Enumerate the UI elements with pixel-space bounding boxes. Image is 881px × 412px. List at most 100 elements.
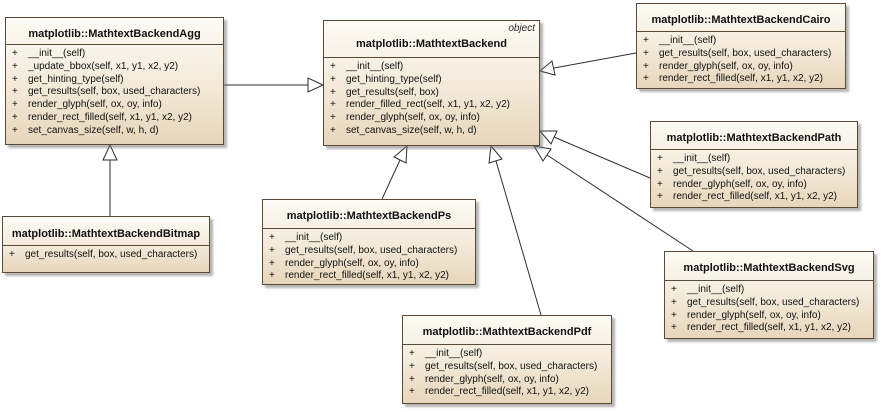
method-list: +__init__(self)+get_results(self, box, u… [665,281,873,335]
method-signature: render_rect_filled(self, x1, y1, x2, y2) [687,322,851,334]
edge-svg-to-base [546,154,694,252]
visibility-marker: + [12,111,18,123]
method-signature: render_rect_filled(self, x1, y1, x2, y2) [659,73,823,85]
method-row: + get_hinting_type(self) [12,74,219,87]
method-signature: __init__(self) [673,153,731,164]
edge-path-to-base [553,136,651,179]
class-name: matplotlib::MathtextBackendPs [286,210,452,222]
visibility-marker: + [657,165,663,177]
method-row: +render_glyph(self, ox, oy, info) [409,374,607,387]
method-row: +render_glyph(self, ox, oy, info) [269,258,471,271]
class-name-header: matplotlib::MathtextBackendPs [263,200,475,229]
class-name-header: matplotlib::MathtextBackendPdf [403,316,611,345]
method-row: +set_canvas_size(self, w, h, d) [12,125,219,138]
method-row: + __init__(self) [643,35,841,48]
visibility-marker: + [269,244,275,256]
method-signature: render_filled_rect(self, x1, y1, x2, y2) [346,99,510,111]
method-signature: get_hinting_type(self) [28,73,124,85]
visibility-marker: + [643,47,649,59]
method-row: +get_results(self, box, used_characters) [9,249,205,262]
visibility-marker: + [12,99,18,111]
method-row: + render_glyph(self, ox, oy, info) [330,112,535,125]
method-signature: render_glyph(self, ox, oy, info) [285,257,419,269]
method-list: +__init__(self)+_update_bbox(self, x1, y… [6,45,223,138]
class-box-mathtext-backend-svg: matplotlib::MathtextBackendSvg +__init__… [664,251,874,339]
edge-pdf-to-base [495,160,542,316]
method-list: +__init__(self)+get_hinting_type(self)+g… [324,58,539,138]
class-box-mathtext-backend-cairo: matplotlib::MathtextBackendCairo + __init… [636,3,846,89]
method-signature: render_glyph(self, ox, oy, info) [346,112,480,124]
method-signature: __init__(self) [28,48,86,59]
edge-cairo-to-base [553,52,637,69]
visibility-marker: + [9,249,15,260]
method-signature: __init__(self) [687,284,745,295]
method-row: +render_glyph(self, ox, oy, info) [657,179,853,192]
visibility-marker: + [12,60,18,72]
class-box-mathtext-backend-pdf: matplotlib::MathtextBackendPdf + __init__… [402,315,612,404]
method-row: +render_glyph(self, ox, oy, info) [12,99,219,112]
method-signature: __init__(self) [425,348,483,359]
visibility-marker: + [12,124,18,136]
visibility-marker: + [643,35,649,46]
method-signature: __init__(self) [285,232,343,243]
method-list: +__init__(self)+get_results(self, box, u… [651,150,857,204]
method-row: + _update_bbox(self, x1, y1, x2, y2) [12,61,219,74]
class-name: matplotlib::MathtextBackendCairo [651,14,831,26]
visibility-marker: + [330,99,336,111]
visibility-marker: + [12,86,18,98]
method-list: + __init__(self) +get_results(self, box, u… [403,345,611,399]
method-row: + render_rect_filled(self, x1, y1, x2, y2… [671,322,869,335]
class-box-mathtext-backend-agg: matplotlib::MathtextBackendAgg +__init__… [5,17,224,145]
visibility-marker: + [671,309,677,321]
edge-cairo-arrowhead [538,60,556,76]
method-row: + render_filled_rect(self, x1, y1, x2, y2… [330,99,535,112]
class-box-mathtext-backend-path: matplotlib::MathtextBackendPath +__init_… [650,121,858,208]
class-box-mathtext-backend-bitmap: matplotlib::MathtextBackendBitmap +get_r… [2,216,210,273]
class-name: matplotlib::MathtextBackendBitmap [11,228,201,240]
method-signature: __init__(self) [659,35,717,46]
method-signature: get_results(self, box, used_characters) [425,360,598,372]
class-name-header: matplotlib::MathtextBackendPath [651,122,857,150]
method-row: + __init__(self) [409,348,607,361]
method-signature: _update_bbox(self, x1, y1, x2, y2) [28,60,179,72]
method-signature: render_rect_filled(self, x1, y1, x2, y2) [425,386,589,398]
method-signature: render_rect_filled(self, x1, y1, x2, y2) [285,270,449,282]
visibility-marker: + [671,284,677,295]
class-name-header: matplotlib::MathtextBackendBitmap [3,217,209,246]
method-row: + get_results(self, box, used_characters) [269,245,471,258]
edge-ps-to-base [381,159,401,200]
method-row: +__init__(self) [269,232,471,245]
class-box-mathtext-backend: object matplotlib::MathtextBackend + __in… [323,20,540,146]
stereotype-label: object [508,23,535,34]
visibility-marker: + [657,191,663,203]
visibility-marker: + [330,73,336,85]
edge-pdf-arrowhead [488,144,503,164]
visibility-marker: + [409,348,415,359]
method-signature: render_glyph(self, ox, oy, info) [659,60,793,72]
edge-ps-arrowhead [393,144,408,164]
method-row: +__init__(self) [12,48,219,61]
class-name-header: matplotlib::MathtextBackendCairo [637,4,845,32]
visibility-marker: + [671,296,677,308]
visibility-marker: + [330,112,336,124]
method-signature: render_rect_filled(self, x1, y1, x2, y2) [673,191,837,203]
class-name-header: matplotlib::MathtextBackendAgg [6,18,223,45]
method-row: +render_rect_filled(self, x1, y1, x2, y2… [409,386,607,399]
method-signature: render_glyph(self, ox, oy, info) [687,309,821,321]
visibility-marker: + [671,322,677,334]
class-name-header: object matplotlib::MathtextBackend [324,21,539,58]
method-row: +__init__(self) [657,153,853,166]
method-signature: get_results(self, box, used_characters) [285,244,458,256]
method-row: +get_hinting_type(self) [330,74,535,87]
visibility-marker: + [12,73,18,85]
method-signature: get_results(self, box) [346,86,439,98]
method-signature: get_results(self, box, used_characters) [673,165,846,177]
method-signature: get_results(self, box, used_characters) [28,86,201,98]
method-signature: __init__(self) [346,61,404,72]
visibility-marker: + [643,60,649,72]
visibility-marker: + [330,61,336,72]
method-row: +get_results(self, box, used_characters) [409,361,607,374]
class-box-mathtext-backend-ps: matplotlib::MathtextBackendPs +__init__(… [262,199,476,285]
method-row: + render_rect_filled(self, x1, y1, x2, y2… [657,191,853,204]
edge-agg-arrowhead [307,77,325,93]
